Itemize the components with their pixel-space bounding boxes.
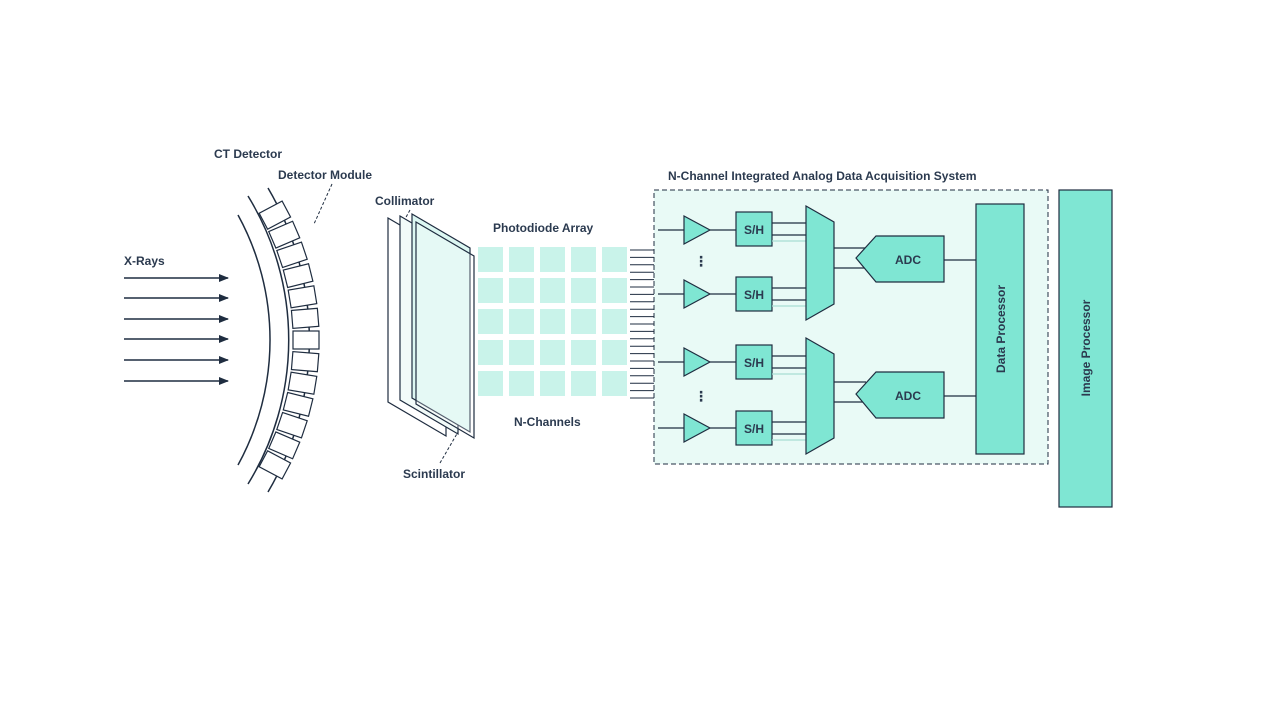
detector-cell bbox=[282, 263, 314, 289]
mux-icon bbox=[805, 204, 835, 322]
photodiode-cell bbox=[478, 340, 503, 365]
photodiode-cell bbox=[602, 278, 627, 303]
photodiode-cell bbox=[540, 309, 565, 334]
photodiode-cell bbox=[478, 371, 503, 396]
xrays-label: X-Rays bbox=[124, 254, 165, 268]
photodiode-cell bbox=[571, 247, 596, 272]
sh-label-1: S/H bbox=[744, 223, 764, 237]
sample-hold-blocks: S/H S/H S/H S/H bbox=[735, 211, 773, 446]
amplifiers bbox=[683, 214, 712, 444]
detector-module-label: Detector Module bbox=[278, 168, 372, 182]
scintillator-leader bbox=[439, 431, 459, 464]
das-input-lines bbox=[658, 229, 684, 429]
sh-to-mux-light-lines bbox=[772, 240, 806, 441]
photodiode-cell bbox=[602, 247, 627, 272]
photodiode-cell bbox=[509, 278, 534, 303]
mux-to-adc-lines bbox=[834, 247, 866, 403]
photodiode-cell bbox=[571, 309, 596, 334]
photodiode-cell bbox=[509, 309, 534, 334]
adc-shape-2 bbox=[855, 371, 945, 419]
detector-cell bbox=[290, 307, 320, 330]
xray-arrows bbox=[124, 274, 229, 385]
mux-icon bbox=[805, 336, 835, 456]
photodiode-leads bbox=[630, 249, 654, 399]
photodiode-cell bbox=[478, 309, 503, 334]
photodiode-cell bbox=[478, 247, 503, 272]
sh-label-2: S/H bbox=[744, 288, 764, 302]
scintillator-label: Scintillator bbox=[403, 467, 465, 481]
detector-cell bbox=[267, 431, 301, 460]
photodiode-array-grid bbox=[478, 247, 627, 396]
detector-module-cells bbox=[258, 200, 320, 480]
das-title: N-Channel Integrated Analog Data Acquisi… bbox=[668, 169, 976, 183]
photodiode-cell bbox=[509, 247, 534, 272]
multiplexers bbox=[805, 204, 835, 456]
detector-cell bbox=[258, 200, 292, 230]
detector-cell bbox=[287, 371, 318, 395]
detector-cell bbox=[290, 350, 320, 373]
data-processor-block bbox=[975, 203, 1025, 455]
detector-cell bbox=[287, 285, 318, 309]
photodiode-cell bbox=[602, 340, 627, 365]
detector-cell bbox=[267, 220, 301, 249]
amp-to-sh-lines bbox=[710, 229, 736, 429]
sh-label-4: S/H bbox=[744, 422, 764, 436]
photodiode-cell bbox=[540, 371, 565, 396]
adc-label-1: ADC bbox=[895, 253, 921, 267]
photodiode-cell bbox=[540, 340, 565, 365]
collimator-label: Collimator bbox=[375, 194, 435, 208]
ct-detector-label: CT Detector bbox=[214, 147, 282, 161]
detector-cell bbox=[258, 450, 292, 480]
photodiode-cell bbox=[571, 340, 596, 365]
amplifier-icon bbox=[683, 278, 712, 310]
photodiode-cell bbox=[478, 278, 503, 303]
photodiode-cell bbox=[602, 309, 627, 334]
data-processor-label: Data Processor bbox=[994, 285, 1008, 373]
amplifier-icon bbox=[683, 214, 712, 246]
amplifier-icon bbox=[683, 412, 712, 444]
amplifier-icon bbox=[683, 346, 712, 378]
detector-cell bbox=[292, 330, 320, 350]
adc-to-processor-lines bbox=[944, 259, 976, 397]
photodiode-array-label: Photodiode Array bbox=[493, 221, 594, 235]
detector-module-leader bbox=[313, 183, 333, 225]
sh-label-3: S/H bbox=[744, 356, 764, 370]
n-channels-label: N-Channels bbox=[514, 415, 581, 429]
photodiode-cell bbox=[571, 278, 596, 303]
photodiode-cell bbox=[509, 340, 534, 365]
photodiode-cell bbox=[571, 371, 596, 396]
adc-blocks: ADC ADC bbox=[855, 235, 945, 419]
adc-shape-1 bbox=[855, 235, 945, 283]
image-processor-block bbox=[1058, 189, 1113, 508]
image-processor-label: Image Processor bbox=[1079, 299, 1093, 396]
detector-cell bbox=[282, 391, 314, 417]
photodiode-cell bbox=[540, 278, 565, 303]
ellipsis-dots-top: ⋮ bbox=[694, 253, 708, 269]
ellipsis-dots-bottom: ⋮ bbox=[694, 388, 708, 404]
photodiode-cell bbox=[509, 371, 534, 396]
detector-cell bbox=[276, 411, 308, 439]
sh-to-mux-lines bbox=[772, 222, 806, 435]
detector-cell bbox=[276, 241, 308, 269]
photodiode-cell bbox=[540, 247, 565, 272]
adc-label-2: ADC bbox=[895, 389, 921, 403]
collimator-plates bbox=[387, 212, 475, 440]
photodiode-cell bbox=[602, 371, 627, 396]
